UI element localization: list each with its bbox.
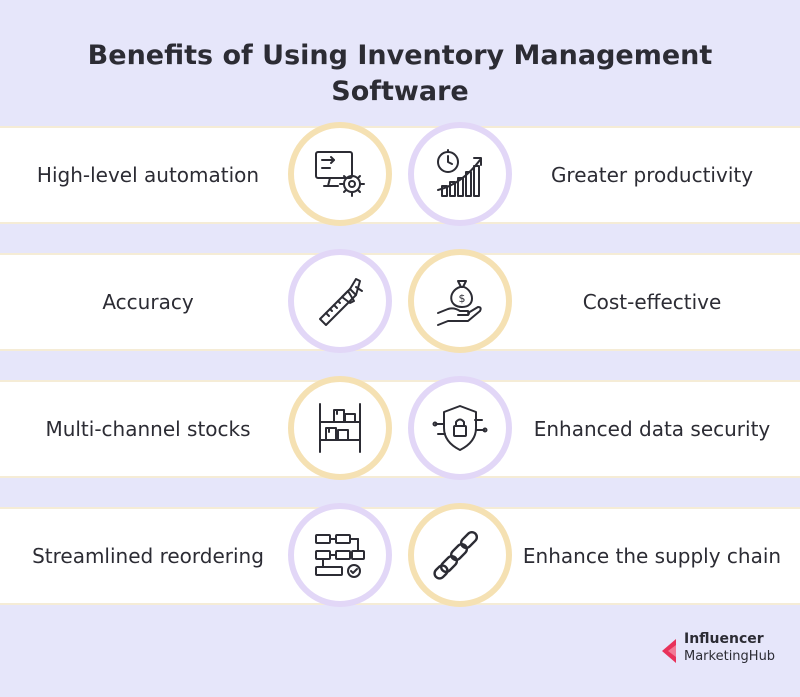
page-title: Benefits of Using Inventory Management S… <box>0 38 800 110</box>
benefit-label: Streamlined reordering <box>32 544 264 568</box>
benefit-label: Enhanced data security <box>533 417 771 441</box>
productivity-icon <box>408 122 512 226</box>
logo-text-line-1: Influencer <box>684 631 764 647</box>
title-line-1: Benefits of Using Inventory Management <box>87 40 713 71</box>
benefit-label: High-level automation <box>36 163 260 187</box>
benefit-label: Multi-channel stocks <box>45 417 251 441</box>
chain-icon <box>408 503 512 607</box>
title-line-2: Software <box>331 76 469 107</box>
logo-mark-icon <box>662 639 676 663</box>
benefit-row-2: Accuracy Cost-effective $ <box>0 249 800 353</box>
svg-text:$: $ <box>459 292 466 305</box>
influencer-marketinghub-logo: Influencer MarketingHub <box>662 631 792 671</box>
money-bag-hand-icon: $ <box>408 249 512 353</box>
logo-text-line-2: MarketingHub <box>684 649 776 664</box>
benefit-row-4: Streamlined reordering Enhance the suppl… <box>0 503 800 607</box>
benefit-row-1: High-level automation Greater productivi… <box>0 122 800 226</box>
benefit-label: Cost-effective <box>582 290 722 314</box>
shelf-icon <box>288 376 392 480</box>
benefit-label: Greater productivity <box>550 163 754 187</box>
caliper-icon <box>288 249 392 353</box>
automation-icon <box>288 122 392 226</box>
benefit-label: Accuracy <box>102 290 194 314</box>
benefit-row-3: Multi-channel stocks Enhanced data secur… <box>0 376 800 480</box>
flowchart-icon <box>288 503 392 607</box>
benefit-label: Enhance the supply chain <box>522 544 782 568</box>
shield-lock-icon <box>408 376 512 480</box>
